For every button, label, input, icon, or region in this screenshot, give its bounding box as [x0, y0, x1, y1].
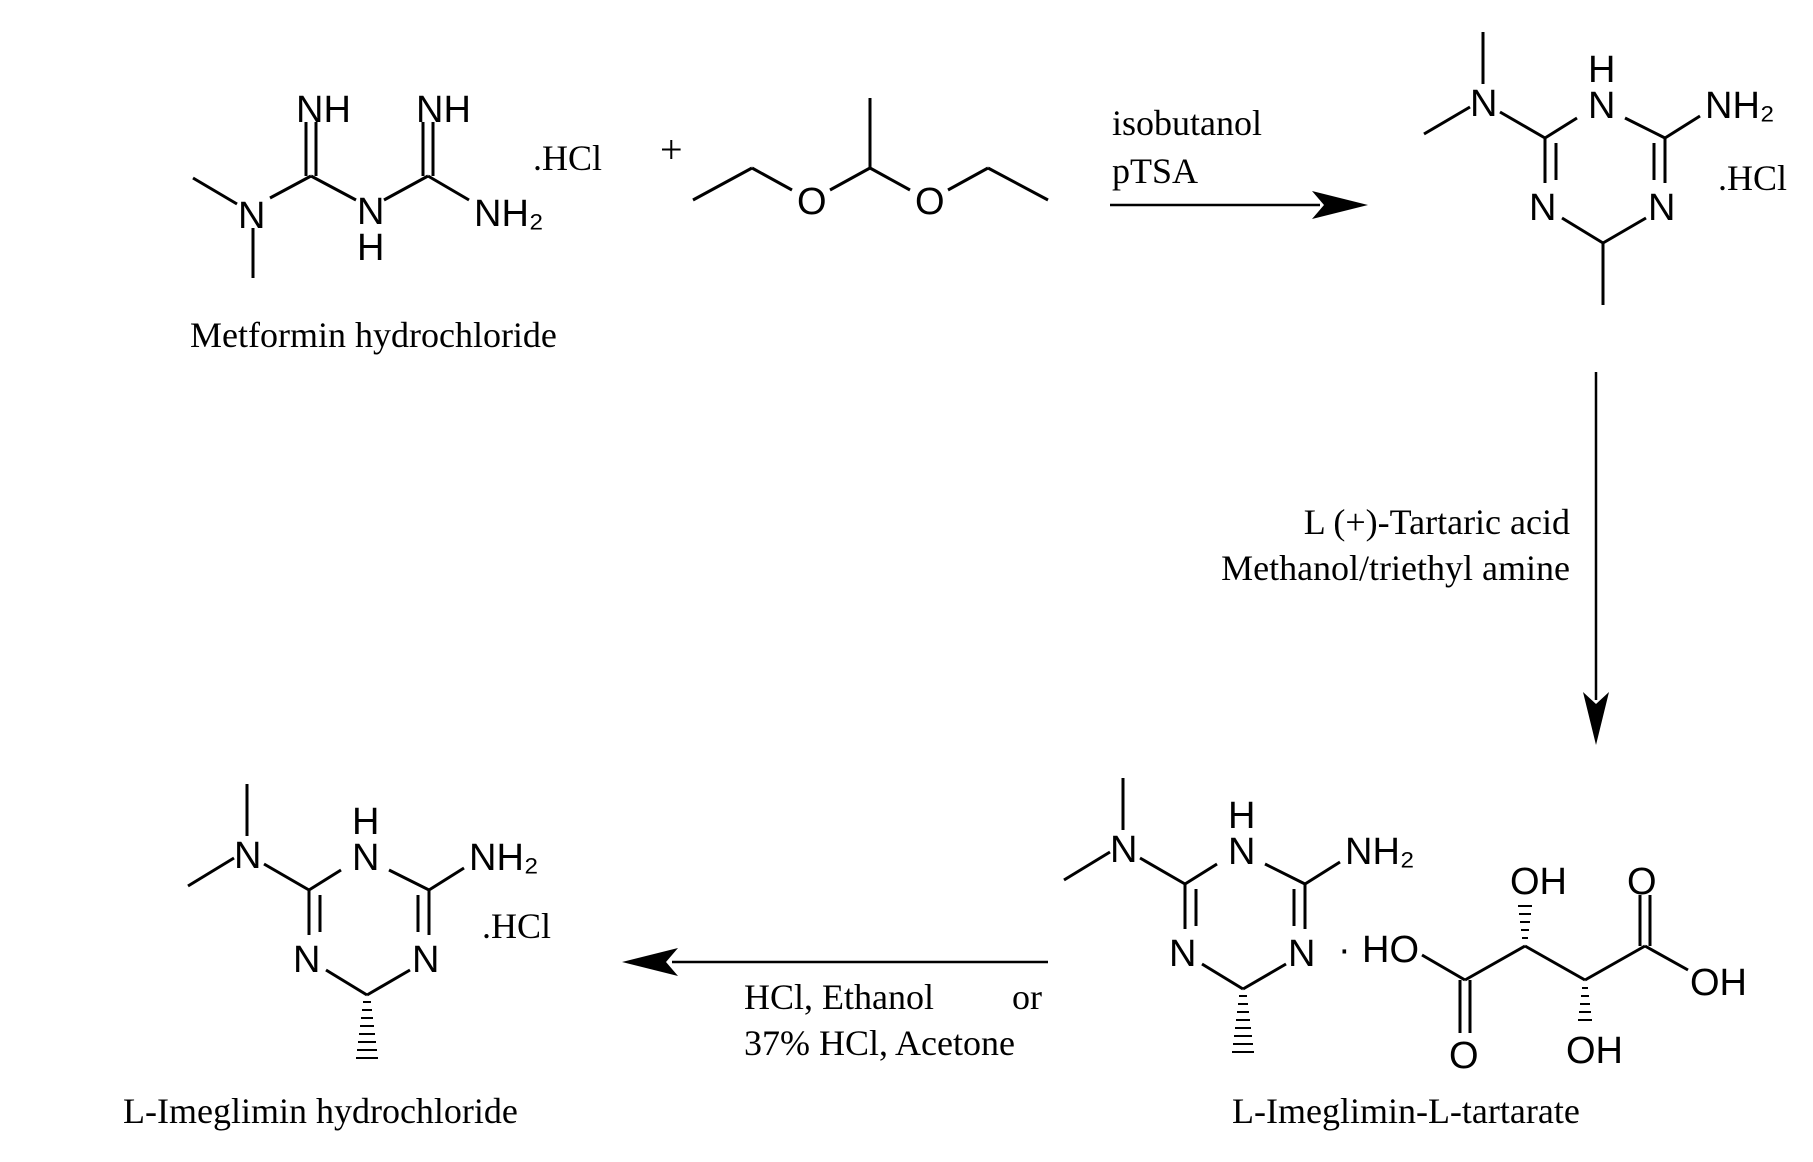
- tartaric-o-label-top: O: [1627, 861, 1657, 903]
- step1-arrow: [1110, 191, 1368, 219]
- triazine-hcl-structure: N H N NH₂ N N: [1423, 32, 1775, 305]
- bridge-h-label: H: [357, 227, 384, 269]
- tartarate-nme2-n-label: N: [1110, 829, 1137, 871]
- bridge-n-label: N: [357, 191, 384, 233]
- metformin-structure: NH NH N N H NH₂: [192, 89, 544, 278]
- tartarate-nh-h-label: H: [1228, 795, 1255, 837]
- triazine-n-label-right: N: [1648, 187, 1675, 229]
- tartaric-ho-label: HO: [1362, 929, 1419, 971]
- triazine-nh-h-label: H: [1588, 49, 1615, 91]
- step2-reagent-solvent: Methanol/triethyl amine: [1221, 548, 1570, 588]
- step1-reagent-isobutanol: isobutanol: [1112, 103, 1262, 143]
- metformin-name: Metformin hydrochloride: [190, 315, 557, 355]
- triazine-nme2-n-label: N: [1470, 83, 1497, 125]
- step2-arrow: [1583, 372, 1609, 745]
- imine-nh-label-2: NH: [416, 89, 471, 131]
- imine-nh-label-1: NH: [296, 89, 351, 131]
- tartarate-nh-n-label: N: [1228, 831, 1255, 873]
- tartaric-oh-label-top: OH: [1510, 861, 1567, 903]
- imeglimin-triazine-structure: N H N NH₂ N N: [1063, 778, 1415, 1053]
- step3-reagent-hcl-ethanol: HCl, Ethanol: [744, 977, 934, 1017]
- final-nh-h-label: H: [352, 801, 379, 843]
- triazine-nh2-label: NH₂: [1705, 85, 1775, 127]
- tartarate-n-label-left: N: [1169, 933, 1196, 975]
- final-nh-n-label: N: [352, 837, 379, 879]
- tartaric-oh-label-right: OH: [1690, 962, 1747, 1004]
- acetal-o-label-1: O: [797, 181, 827, 223]
- step2-reagent-tartaric: L (+)-Tartaric acid: [1304, 502, 1570, 542]
- tartaric-oh-label-bottom: OH: [1566, 1030, 1623, 1072]
- final-nme2-n-label: N: [234, 835, 261, 877]
- triazine-salt-label: .HCl: [1718, 158, 1787, 198]
- tartaric-o-label-bottom: O: [1449, 1035, 1479, 1077]
- triazine-nh-n-label: N: [1588, 85, 1615, 127]
- imeglimin-hcl-structure: N H N NH₂ N N: [187, 784, 539, 1059]
- final-n-label-left: N: [293, 939, 320, 981]
- salt-dot: ·: [1338, 929, 1351, 971]
- final-salt-label: .HCl: [482, 906, 551, 946]
- metformin-salt-label: .HCl: [533, 138, 602, 178]
- step3-reagent-or: or: [1012, 977, 1042, 1017]
- tartarate-n-label-right: N: [1288, 933, 1315, 975]
- final-product-name: L-Imeglimin hydrochloride: [123, 1091, 518, 1131]
- tartarate-name: L-Imeglimin-L-tartarate: [1232, 1091, 1580, 1131]
- amine-nh2-label: NH₂: [474, 193, 544, 235]
- final-n-label-right: N: [412, 939, 439, 981]
- step3-arrow: [622, 948, 1048, 976]
- plus-sign: +: [660, 127, 683, 172]
- triazine-n-label-left: N: [1529, 187, 1556, 229]
- dimethyl-n-label: N: [238, 195, 265, 237]
- step3-reagent-hcl-acetone: 37% HCl, Acetone: [744, 1023, 1015, 1063]
- acetal-structure: O O: [692, 98, 1049, 223]
- final-nh2-label: NH₂: [469, 837, 539, 879]
- step1-reagent-ptsa: pTSA: [1112, 151, 1198, 191]
- tartarate-nh2-label: NH₂: [1345, 831, 1415, 873]
- acetal-o-label-2: O: [915, 181, 945, 223]
- tartaric-acid-structure: HO OH O OH O OH: [1362, 861, 1747, 1077]
